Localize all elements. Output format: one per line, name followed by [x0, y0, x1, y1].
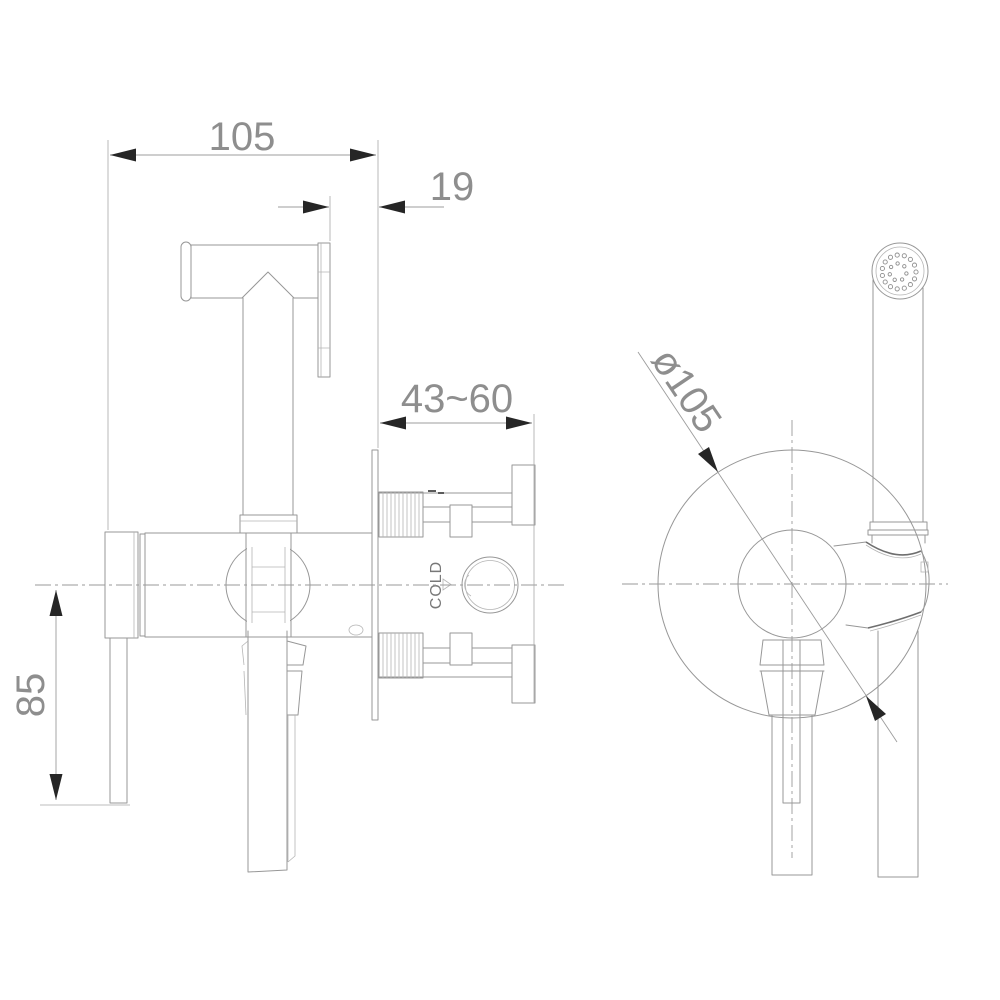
lever-handle-front [782, 639, 801, 804]
thread-bottom-hatch [382, 633, 420, 678]
hose-assembly-side [241, 630, 307, 873]
sprayer-head-outline [190, 244, 319, 299]
spray-face-outer [871, 242, 929, 300]
sprayer-stick-tube [242, 297, 294, 516]
arrow-right-icon [506, 416, 532, 430]
mixer-body-side [104, 531, 373, 804]
holder-bottom-arc [867, 611, 922, 629]
valve-body-edges [377, 492, 513, 678]
arrow-diagonal-upper-icon [698, 447, 718, 472]
lower-assembly-front [759, 630, 919, 878]
holder-top-arc-inner [865, 544, 922, 559]
arrow-left-icon [380, 416, 406, 430]
nozzle-cap [180, 241, 192, 302]
spray-holes [879, 252, 919, 292]
arrow-down-icon [49, 774, 63, 800]
arrow-left-icon [110, 148, 136, 162]
holder-top-arc [865, 541, 922, 556]
cone-connector-left [241, 640, 249, 716]
valve-keyway [464, 574, 472, 597]
side-view: COLD 105 19 43~60 [9, 115, 565, 873]
arrow-right-icon [303, 200, 329, 214]
concealed-valve-body: COLD [377, 464, 536, 704]
arrow-up-icon [49, 590, 63, 616]
lever-handle-side [109, 637, 128, 804]
inlet-block-bottom [449, 632, 473, 666]
cone-connector-right [286, 640, 307, 716]
dim-text-85: 85 [9, 673, 53, 718]
break-mark [428, 490, 444, 494]
hanging-bracket-plate [317, 242, 331, 378]
thread-top-hatch [382, 492, 420, 537]
thread-bottom [378, 632, 424, 679]
front-view: ø105 [622, 242, 948, 878]
arrow-right-icon [350, 148, 376, 162]
hose-front-tube [247, 630, 288, 873]
inlet-block-top [449, 504, 473, 538]
wand-collar-band [867, 529, 929, 536]
arrow-diagonal-lower-icon [866, 696, 886, 721]
spray-face-inner [875, 246, 925, 296]
dim-line-dia105 [637, 351, 898, 743]
dim-text-dia105: ø105 [643, 340, 730, 440]
wand-neck [871, 534, 926, 544]
dim-embed-depth: 43~60 [380, 377, 535, 703]
bracket-detail [318, 243, 330, 377]
dim-plate-diameter: ø105 [637, 340, 898, 743]
cold-pointer-icon [442, 578, 452, 591]
body-port-detail [348, 624, 364, 636]
wand-hose-front [877, 630, 919, 878]
dim-overall-depth: 105 [107, 115, 379, 530]
holder-arm-lines [833, 541, 869, 629]
arrow-left-icon [379, 200, 405, 214]
wand-collar-top [869, 521, 928, 531]
holder-bottom-arc-inner [869, 614, 922, 632]
holder-nut [239, 514, 298, 534]
dim-text-43-60: 43~60 [401, 377, 513, 421]
sprayer-head-side [180, 241, 331, 534]
hose-back-line [287, 715, 296, 863]
pipe-lines [422, 506, 513, 664]
ext-lines-105 [107, 140, 379, 530]
center-hose-front [771, 714, 813, 876]
mount-block-bottom [511, 644, 536, 704]
wand-body [872, 279, 924, 523]
dim-text-105: 105 [209, 115, 276, 159]
wand-holder-front [833, 541, 930, 632]
mount-block-top [511, 464, 536, 526]
dim-text-19: 19 [430, 165, 475, 209]
dim-bracket-to-wall: 19 [278, 165, 474, 241]
dim-lever-drop: 85 [9, 590, 130, 806]
thread-top [378, 491, 424, 538]
holder-tab [920, 561, 929, 573]
cold-label: COLD [428, 561, 445, 609]
sprayer-wand-front [867, 242, 929, 544]
